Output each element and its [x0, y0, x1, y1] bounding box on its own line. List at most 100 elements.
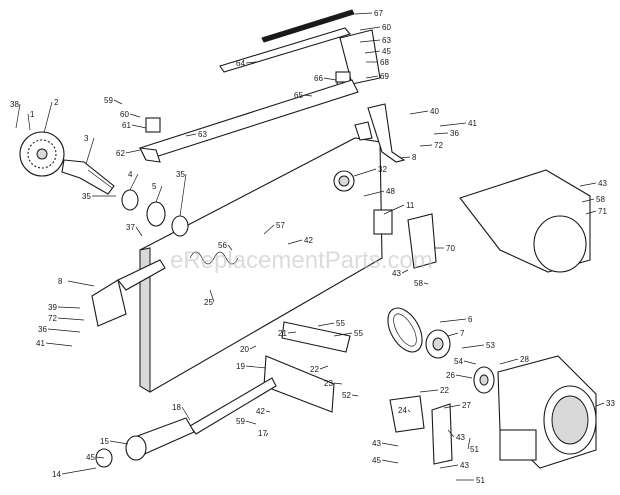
callout-24: 24 [398, 406, 411, 415]
leader-line [401, 269, 409, 274]
part-number-label: 55 [354, 329, 363, 338]
callout-55: 55 [317, 319, 345, 328]
callout-71: 71 [585, 207, 607, 216]
leader-line [419, 389, 439, 393]
leader-line [109, 440, 129, 445]
leader-line [439, 318, 467, 323]
callout-21: 21 [278, 329, 297, 338]
callout-35: 35 [82, 192, 116, 201]
callout-45: 45 [86, 453, 105, 462]
callout-45: 45 [372, 456, 399, 465]
shaft-part [281, 321, 351, 353]
leader-line [85, 137, 95, 165]
leader-line [581, 198, 595, 203]
saw-blade [19, 131, 65, 177]
callout-63: 63 [185, 130, 207, 139]
callout-65: 65 [294, 91, 313, 100]
part-number-label: 45 [382, 47, 391, 56]
spring-part [189, 251, 239, 265]
leader-line [131, 124, 147, 129]
part-number-label: 43 [372, 439, 381, 448]
part-number-label: 58 [414, 279, 423, 288]
callout-33: 33 [595, 399, 615, 408]
part-number-label: 43 [460, 461, 469, 470]
part-number-label: 45 [86, 453, 95, 462]
callout-11: 11 [383, 201, 415, 215]
leader-line [461, 344, 485, 349]
callout-22: 22 [310, 365, 329, 374]
callout-2: 2 [43, 98, 59, 134]
motor-pulley [473, 366, 495, 394]
leader-line [423, 282, 429, 285]
part-number-label: 28 [520, 355, 529, 364]
part-number-label: 19 [236, 362, 245, 371]
part-number-label: 36 [450, 129, 459, 138]
leader-line [455, 374, 473, 379]
leader-line [263, 224, 275, 235]
bracket-upper [367, 103, 406, 163]
leader-line [359, 26, 381, 31]
callout-18: 18 [172, 403, 191, 421]
leader-line [227, 244, 233, 251]
part-number-label: 72 [48, 314, 57, 323]
leader-line [129, 113, 141, 118]
bearing-parts [121, 189, 189, 237]
callout-37: 37 [126, 223, 143, 237]
callout-48: 48 [363, 187, 395, 197]
leader-line [439, 122, 467, 127]
bracket-left [91, 279, 127, 327]
leader-line [579, 182, 597, 187]
leader-line [15, 103, 21, 129]
leader-line [43, 101, 53, 134]
leader-line [287, 331, 297, 334]
leader-line [287, 239, 303, 245]
part-number-label: 43 [598, 179, 607, 188]
callout-19: 19 [236, 362, 267, 371]
callout-20: 20 [240, 345, 257, 354]
callout-62: 62 [116, 149, 141, 158]
belt-part [387, 307, 423, 353]
part-number-label: 59 [104, 96, 113, 105]
callout-38: 38 [10, 100, 21, 129]
part-number-label: 60 [120, 110, 129, 119]
part-number-label: 63 [382, 36, 391, 45]
leader-line [185, 133, 197, 137]
callout-26: 26 [446, 371, 473, 380]
motor-bracket [389, 395, 453, 465]
leader-line [323, 77, 337, 81]
part-number-label: 51 [470, 445, 479, 454]
part-number-label: 14 [52, 470, 61, 479]
callout-8: 8 [58, 277, 95, 287]
callout-69: 69 [365, 72, 389, 81]
leader-line [447, 332, 459, 337]
part-number-label: 2 [54, 98, 59, 107]
part-number-label: 26 [446, 371, 455, 380]
callout-59: 59 [236, 417, 257, 426]
callout-43: 43 [439, 461, 469, 470]
callout-5: 5 [152, 182, 163, 203]
rail-part [219, 9, 381, 89]
leader-line [249, 345, 257, 350]
part-number-label: 65 [294, 91, 303, 100]
lead-screw [189, 377, 277, 435]
leader-line [365, 75, 379, 79]
leader-line [129, 173, 139, 191]
leader-line [155, 185, 163, 203]
leader-line [433, 132, 449, 135]
callout-43: 43 [372, 439, 399, 448]
part-number-label: 18 [172, 403, 181, 412]
part-number-label: 68 [380, 58, 389, 67]
part-number-label: 27 [462, 401, 471, 410]
part-number-label: 55 [336, 319, 345, 328]
callout-43: 43 [579, 179, 607, 188]
leader-line [135, 226, 143, 237]
part-number-label: 36 [38, 325, 47, 334]
part-number-label: 35 [82, 192, 91, 201]
callout-60: 60 [120, 110, 141, 119]
leader-line [467, 437, 471, 450]
callout-40: 40 [409, 107, 439, 116]
leader-line [585, 210, 597, 215]
part-number-label: 8 [58, 277, 63, 286]
leader-line [359, 39, 381, 43]
